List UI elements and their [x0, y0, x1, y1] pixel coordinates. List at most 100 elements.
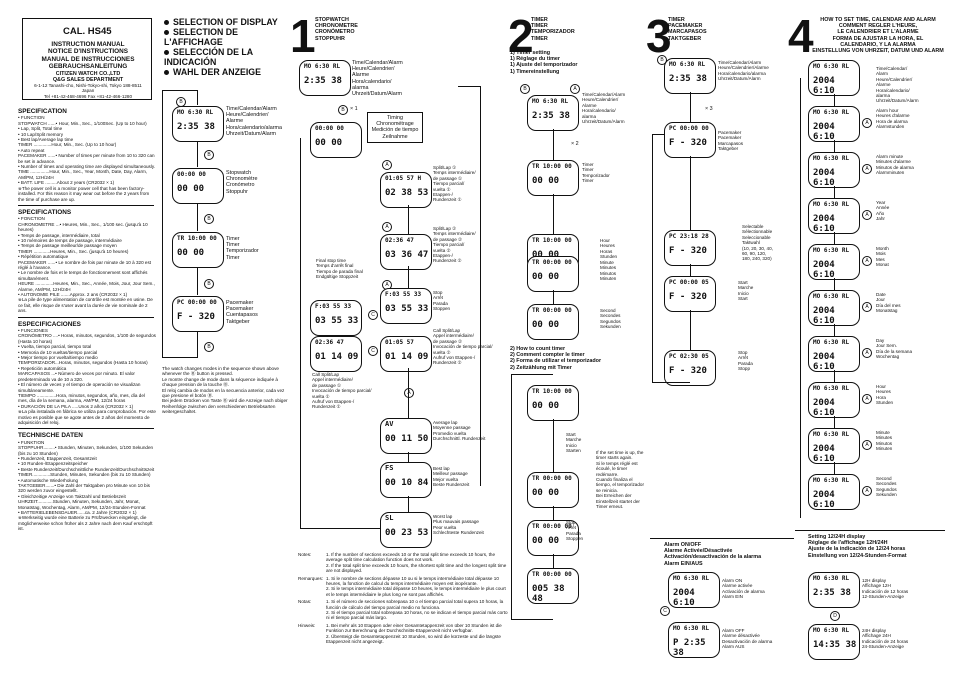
- s1-call2-line: Aufruf von Etappen-/: [312, 399, 355, 405]
- s2-stop-line: Stop: [566, 520, 576, 525]
- button-b-3: B: [204, 214, 214, 224]
- s2-setting-line: 1) Timer setting: [510, 50, 551, 56]
- alarm-watch-2: MO 6:30 RL P 2:35 38: [668, 622, 720, 658]
- format-title-line: Setting 12/24H display: [808, 534, 866, 540]
- s4-row-label-line: Wochentag: [876, 354, 900, 360]
- s2-start-line: Starten: [566, 448, 581, 454]
- spec-es-line: • DURACIÓN DE LA PILA .....Unos 2 años (…: [18, 403, 134, 409]
- s3-select-line: (10, 20, 30, 40,: [742, 245, 773, 251]
- s1-call-line: Rundenzeit ②: [433, 360, 462, 366]
- alarm-off-line: Alarm OFF: [722, 628, 745, 633]
- s4-title-line: HOW TO SET TIME, CALENDAR AND ALARM: [820, 17, 936, 23]
- spec-en-title: SPECIFICATION: [18, 108, 67, 115]
- s3-stop-line: Stop: [738, 350, 748, 355]
- s2-minute-line: Minute: [600, 260, 614, 265]
- s1-average-line: Average lap: [433, 420, 458, 425]
- s4-row-label-line: Jour: [876, 297, 885, 303]
- cal-title: CAL. HS45: [63, 26, 112, 37]
- s1-note-line: 1. If the number of sections exceeds 10 …: [326, 552, 496, 563]
- button-b-4: B: [204, 279, 214, 289]
- format-title-line: Ajuste de la indicación de 12/24 horas: [808, 546, 906, 553]
- alarm-on-line: Alarm EIN: [722, 594, 743, 600]
- s1-title-line: STOPPUHR: [315, 35, 345, 42]
- s1-worst-line: Peor vuelta: [433, 524, 457, 530]
- spec-fr-line: ※La pile de type alimentation de contrôl…: [18, 297, 153, 314]
- s2-setting-line: 1) Timereinstellung: [510, 68, 560, 75]
- s2-hour-line: Stunden: [600, 254, 618, 260]
- s2-hour-line: Hour: [600, 238, 610, 243]
- sel-label-line: Stoppuhr: [226, 188, 248, 195]
- spec-de-line: • BATTERIELEBENSDAUER......ca. 2 Jahre (…: [18, 510, 137, 516]
- selection-title-fr: SELECTION DE L'AFFICHAGE: [164, 27, 239, 47]
- s2-watch-count1: TR 10:00 00 00 00: [527, 385, 579, 421]
- spec-de-line: • Beste Rundenzeit/Durchschnittliche Run…: [18, 466, 155, 472]
- s1-average-line: Promedio vuelta: [433, 430, 467, 436]
- s3-select-line: Selectable: [742, 224, 764, 229]
- selection-title-es: SELECCIÓN DE LA INDICACIÓN: [164, 47, 253, 67]
- s2-title-line: TEMPORIZADOR: [531, 29, 575, 36]
- s2-minute-line: Minuten: [600, 276, 617, 282]
- spec-es-line: TEMPORIZADOR...Horas, minutos, segundos …: [18, 360, 148, 366]
- s1-call-line: de passage ②: [433, 338, 463, 344]
- spec-es-line: TIEMPO ...............Hora, minutos, seg…: [18, 392, 145, 404]
- s1-call-line: Invocación de tiempo parcial/: [433, 344, 493, 350]
- spec-fr-line: • Temps de passage, intermédiaire, total: [18, 232, 100, 238]
- s2-setting-line: 1) Ajuste del temporizador: [510, 62, 578, 69]
- spec-en-line: PACEMAKER ......• Number of times per mi…: [18, 153, 155, 164]
- s1-split2-line: Rundenzeit ②: [433, 258, 462, 264]
- s4-row-label-line: Année: [876, 205, 890, 211]
- sel-label-line: Uhrzeit/Datum/Alarm: [226, 130, 277, 137]
- spec-de-line: TAKTGEBER.......• Die Zahl der Taktgaben…: [18, 483, 150, 494]
- s1-title-line: CHRONOMETRE: [315, 23, 358, 30]
- s1-watch-best: FS 00 10 84: [380, 462, 432, 498]
- s2-watch-time: MO 6:30 RL 2:35 38: [527, 95, 579, 131]
- s4-row-label-line: Minuten: [876, 446, 893, 452]
- sel-label-line: Heure/Calendrier/: [226, 112, 269, 119]
- s4-button-a: A: [862, 440, 872, 450]
- s4-row-label-line: Uhrzeit/Datum/Alarm: [876, 98, 919, 104]
- s2-timer-line: Temporizador: [582, 172, 610, 178]
- s4-row-label-line: Año: [876, 210, 885, 216]
- spec-de-line: UHRZEIT............Stunden, Minuten, Sek…: [18, 499, 146, 510]
- title-fr: NOTICE D'INSTRUCTIONS: [48, 48, 128, 56]
- s4-row-label-line: Month: [876, 246, 889, 251]
- s2-x2: × 2: [571, 141, 579, 147]
- s2-title-line: TIMER: [531, 35, 548, 42]
- spec-fr-line: PACEMAKER ......• Le nombre de fois par …: [18, 259, 152, 270]
- button-b-5: B: [204, 342, 214, 352]
- s2-timer-line: Timer: [582, 167, 594, 173]
- alarm-on-line: Activación de alarma: [722, 588, 765, 594]
- format-24h-line: Indicación de 24 horas: [862, 638, 909, 644]
- spec-fr-line: TIMER .............Heures, Min., Sec. (j…: [18, 248, 129, 254]
- spec-es-line: • Mejor tiempo por vuelta/tiempo medio: [18, 355, 98, 361]
- s4-row-label-line: Hour: [876, 384, 886, 389]
- s3-mode-line: Hora/calendario/alarma: [718, 70, 766, 76]
- s2-watch-count4: TR 00:00 00 005 38 48: [527, 568, 579, 604]
- s1-watch-call1: 01:05 57 01 14 09: [380, 336, 432, 372]
- s4-row-label-line: Hora de alarma: [876, 118, 908, 124]
- s4-row-label-line: Jahr: [876, 216, 885, 222]
- spec-de-line: • Automatische Wiederholung: [18, 477, 79, 483]
- s3-pace-line: Marcapasos: [718, 140, 744, 146]
- section-1-number: 1: [290, 10, 316, 62]
- format-24h-line: Affichage 24H: [862, 633, 891, 639]
